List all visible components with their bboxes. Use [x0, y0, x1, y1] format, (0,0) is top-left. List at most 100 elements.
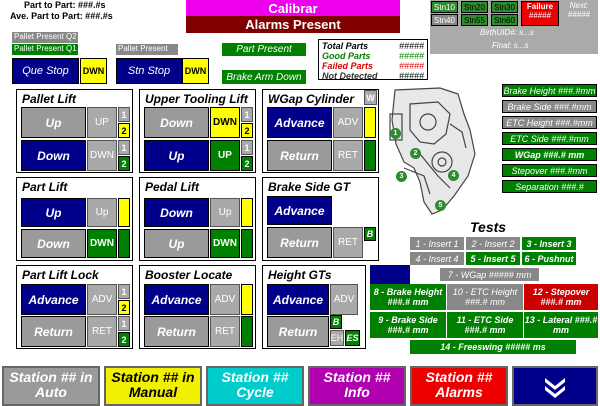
alarms-banner[interactable]: Alarms Present	[186, 16, 400, 33]
nav-station-manual-button[interactable]: Station ## in Manual	[104, 366, 202, 406]
upper-tooling-down-sensor-2: 2	[241, 123, 253, 138]
height-gts-b-indicator: B	[330, 315, 342, 329]
booster-return-sensor	[241, 316, 253, 347]
test-1: 1 - Insert 1	[410, 237, 464, 250]
double-chevron-down-icon	[545, 378, 565, 398]
pallet-lift-up-button[interactable]: Up	[21, 107, 86, 138]
station-55-indicator: Stn55	[461, 14, 488, 26]
height-gts-return-button[interactable]: Return	[267, 316, 329, 347]
birth-uid: BirthUID#: s...s	[480, 28, 534, 37]
nav-station-auto-button[interactable]: Station ## in Auto	[2, 366, 100, 406]
pallet-lift-down-button[interactable]: Down	[21, 140, 86, 171]
pallet-present-q1: Pallet Present Q1	[12, 44, 78, 55]
marker-5: 5	[435, 200, 446, 211]
nav-page-down-button[interactable]	[512, 366, 598, 406]
test-5: 5 - Insert 5	[466, 252, 520, 265]
part-drawing-icon	[389, 87, 476, 215]
part-lift-up-sensor	[118, 198, 130, 227]
part-lift-up-button[interactable]: Up	[21, 198, 86, 227]
brake-side-gt-title: Brake Side GT	[268, 180, 351, 194]
mode-banner: Calibrar	[186, 0, 400, 16]
brake-side-advance-button[interactable]: Advance	[267, 196, 332, 225]
wgap-advance-status: ADV	[333, 107, 363, 138]
station-20-indicator: Stn20	[461, 1, 488, 13]
wgap-advance-button[interactable]: Advance	[267, 107, 332, 138]
booster-advance-button[interactable]: Advance	[144, 284, 209, 315]
height-gts-eh-indicator: EH	[330, 330, 344, 346]
failure-label: Failure	[526, 2, 554, 11]
test-8: 8 - Brake Height ###.# mm	[370, 284, 446, 310]
stn-stop-down-status: DWN	[182, 58, 209, 84]
pedal-lift-down-button[interactable]: Down	[144, 198, 209, 227]
test-11: 11 - ETC Side ###.# mm	[447, 312, 523, 338]
part-lift-lock-return-button[interactable]: Return	[21, 316, 86, 347]
station-10-indicator: Stn10	[431, 1, 458, 13]
brake-height-reading: Brake Height ###.#mm	[502, 84, 597, 97]
pedal-lift-up-status: Up	[210, 198, 240, 227]
stn-stop-button[interactable]: Stn Stop	[116, 58, 182, 84]
booster-return-button[interactable]: Return	[144, 316, 209, 347]
height-gts-advance-button[interactable]: Advance	[267, 284, 329, 315]
marker-1: 1	[390, 128, 401, 139]
total-parts-label: Total Parts	[322, 41, 369, 51]
total-parts-value: #####	[398, 41, 424, 51]
upper-tooling-up-sensor-1: 1	[241, 140, 253, 155]
part-lift-lock-adv-sensor-1: 1	[118, 284, 130, 299]
upper-tooling-down-button[interactable]: Down	[144, 107, 209, 138]
brake-side-return-button[interactable]: Return	[267, 227, 332, 258]
upper-tooling-up-status: UP	[210, 140, 240, 171]
failed-parts-label: Failed Parts	[322, 61, 374, 71]
pallet-lift-down-sensor-1: 1	[118, 140, 130, 155]
wgap-return-sensor	[364, 140, 376, 171]
part-to-part-time: Part to Part: ###.#s	[24, 0, 106, 10]
que-stop-button[interactable]: Que Stop	[12, 58, 79, 84]
failure-indicator: Failure #####	[521, 1, 559, 26]
booster-locate-panel: Booster Locate Advance ADV Return RET	[139, 265, 256, 349]
booster-advance-status: ADV	[210, 284, 240, 315]
height-gts-title: Height GTs	[268, 268, 332, 282]
part-lift-lock-panel: Part Lift Lock Advance ADV 1 2 Return RE…	[16, 265, 133, 349]
wgap-cylinder-panel: WGap Cylinder W Advance ADV Return RET	[262, 89, 379, 173]
nav-station-alarms-button[interactable]: Station ## Alarms	[410, 366, 508, 406]
part-lift-lock-title: Part Lift Lock	[22, 268, 99, 282]
station-panel: Stn10 Stn20 Stn30 Stn40 Stn55 Stn60 Fail…	[430, 0, 598, 54]
tests-blue-backdrop	[370, 265, 410, 285]
pedal-lift-down-sensor	[241, 229, 253, 258]
part-lift-panel: Part Lift Up Up Down DWN	[16, 177, 133, 261]
part-lift-lock-ret-sensor-1: 1	[118, 316, 130, 331]
test-13: 13 - Lateral ###.# mm	[524, 312, 598, 338]
wgap-return-button[interactable]: Return	[267, 140, 332, 171]
pedal-lift-up-button[interactable]: Up	[144, 229, 209, 258]
separation-reading: Separation ###.#	[502, 180, 597, 193]
wgap-reading: WGap ###.# mm	[502, 148, 597, 161]
pallet-lift-down-sensor-2: 2	[118, 156, 130, 171]
next-value: #####	[567, 10, 591, 19]
upper-tooling-up-button[interactable]: Up	[144, 140, 209, 171]
marker-3: 3	[396, 171, 407, 182]
nav-station-info-button[interactable]: Station ## Info	[308, 366, 406, 406]
booster-return-status: RET	[210, 316, 240, 347]
part-lift-down-button[interactable]: Down	[21, 229, 86, 258]
wgap-return-status: RET	[333, 140, 363, 171]
tests-title: Tests	[470, 219, 507, 235]
wgap-cylinder-title: WGap Cylinder	[268, 92, 355, 106]
test-14: 14 - Freeswing ##### ms	[410, 340, 576, 354]
pallet-lift-title: Pallet Lift	[22, 92, 77, 106]
part-diagram: 1 2 3 4 5	[380, 84, 490, 220]
pallet-lift-up-sensor-2: 2	[118, 123, 130, 138]
brake-side-return-status: RET	[333, 227, 363, 258]
failure-value: #####	[528, 11, 552, 20]
brake-side-b-indicator: B	[364, 227, 376, 241]
failed-parts-value: #####	[398, 61, 424, 71]
pedal-lift-panel: Pedal Lift Down Up Up DWN	[139, 177, 256, 261]
station-60-indicator: Stn60	[491, 14, 518, 26]
upper-tooling-down-sensor-1: 1	[241, 107, 253, 122]
part-lift-lock-advance-status: ADV	[87, 284, 117, 315]
marker-4: 4	[448, 170, 459, 181]
next-label: Next:	[569, 1, 589, 10]
part-lift-lock-advance-button[interactable]: Advance	[21, 284, 86, 315]
nav-station-cycle-button[interactable]: Station ## Cycle	[206, 366, 304, 406]
height-gts-es-indicator: ES	[345, 330, 360, 346]
upper-tooling-up-sensor-2: 2	[241, 156, 253, 171]
not-detected-value: #####	[398, 71, 424, 81]
